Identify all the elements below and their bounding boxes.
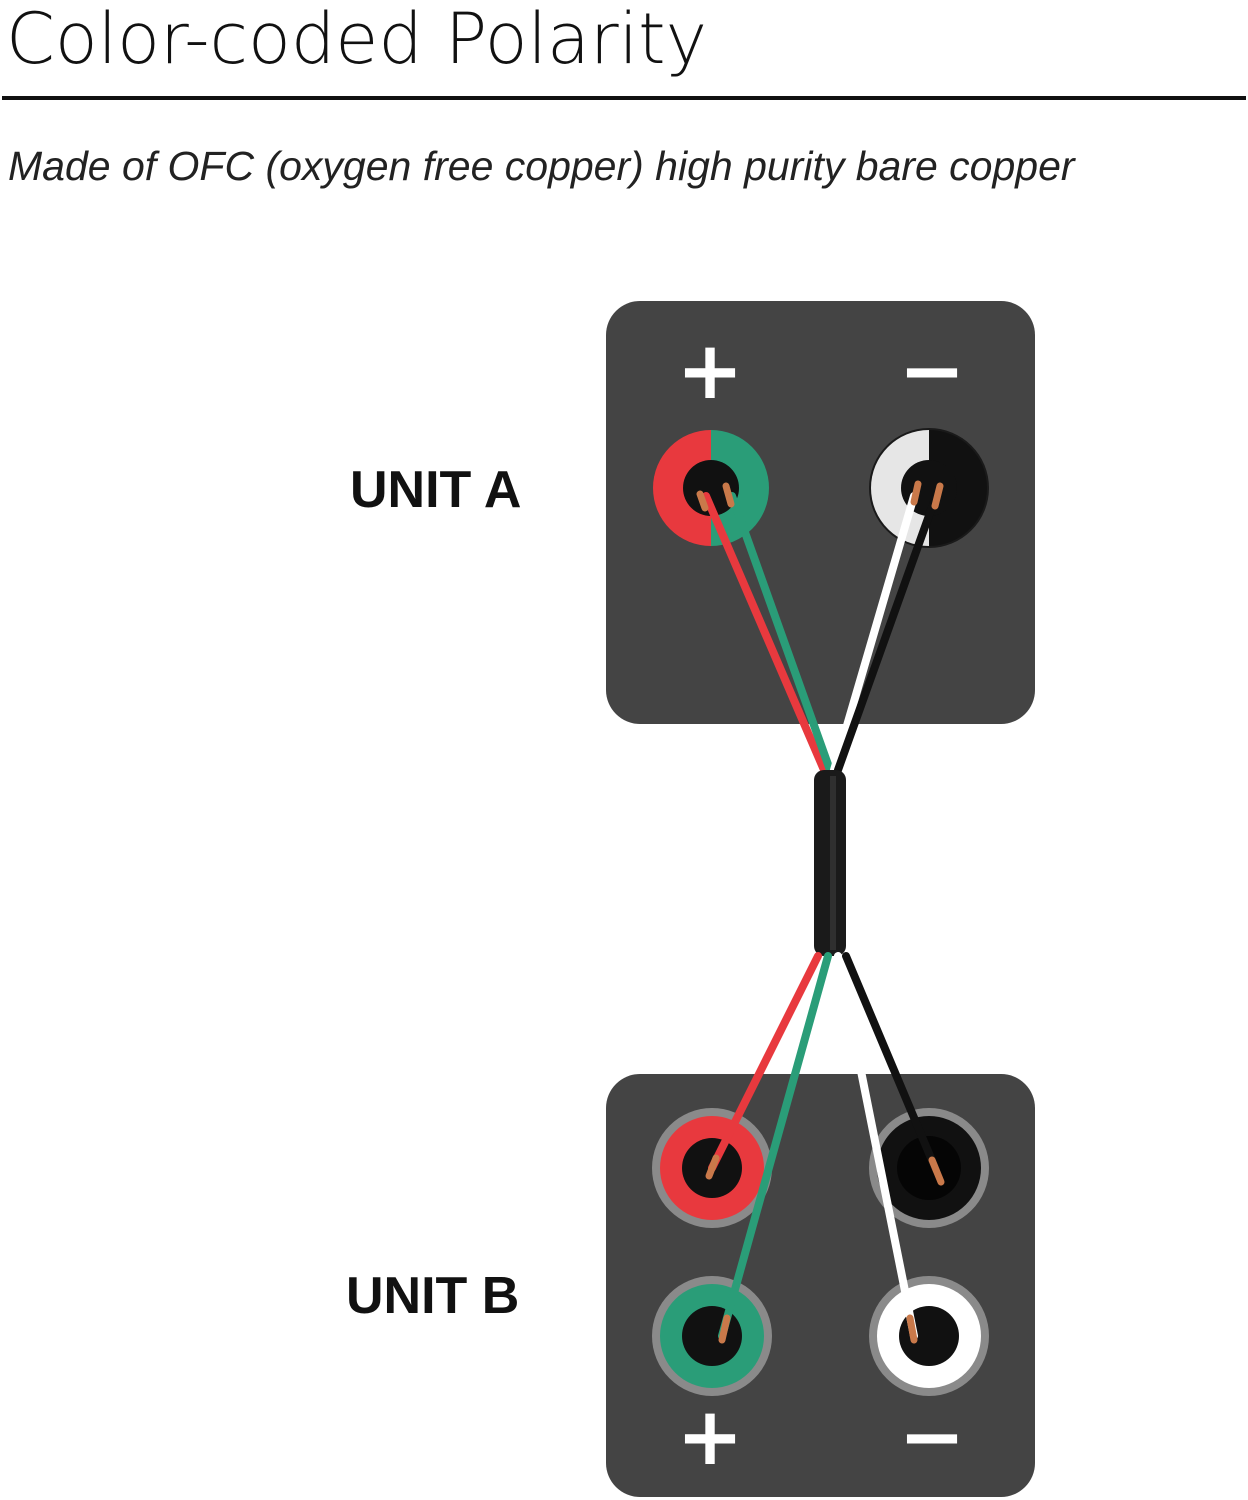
unit-b-label: UNIT B xyxy=(346,1267,520,1325)
unit-a-plus-sign: + xyxy=(676,324,743,417)
unit-a-negative-terminal xyxy=(869,428,989,548)
unit-a-minus-sign: − xyxy=(898,324,965,417)
unit-a-label: UNIT A xyxy=(350,461,522,519)
unit-a-panel xyxy=(606,301,1035,724)
unit-b-green-terminal xyxy=(652,1276,772,1396)
page-title: Color-coded Polarity xyxy=(6,0,708,80)
unit-a-wires xyxy=(696,480,944,774)
unit-b-minus-sign: − xyxy=(898,1390,965,1483)
page-subtitle: Made of OFC (oxygen free copper) high pu… xyxy=(8,143,1075,189)
unit-b-black-terminal xyxy=(869,1108,989,1228)
unit-b-plus-sign: + xyxy=(676,1390,743,1483)
unit-b-white-terminal xyxy=(869,1276,989,1396)
unit-b-wires xyxy=(705,952,945,1344)
title-divider xyxy=(2,96,1246,100)
